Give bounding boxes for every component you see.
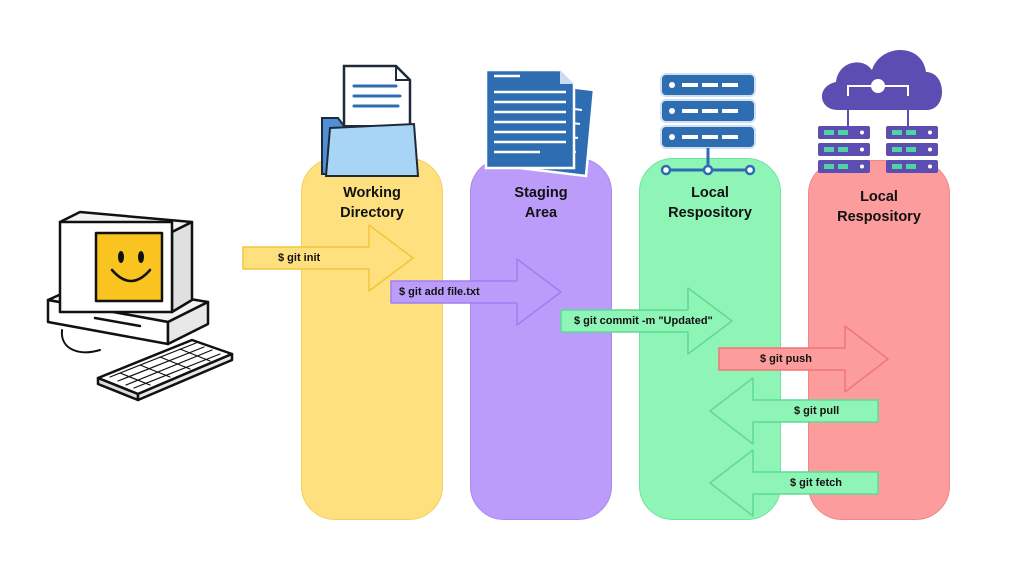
working-directory-title: Working Directory [340,185,404,221]
git-push-label: $ git push [760,353,812,365]
git-init-arrow [242,224,414,292]
computer-icon [46,210,234,402]
git-commit-arrow [560,287,733,355]
git-pull-arrow [709,377,879,445]
git-add-label: $ git add file.txt [399,286,480,298]
folder-document-icon [321,64,420,177]
git-add-arrow [390,258,562,326]
cloud-server-icon [818,50,943,173]
stacked-documents-icon [484,68,596,178]
working-directory-column: Working Directory [301,158,443,520]
remote-repository-column: Local Respository [808,160,950,520]
git-init-label: $ git init [278,252,321,264]
server-network-icon [660,73,756,176]
remote-repository-title: Local Respository [837,189,921,225]
staging-area-column: Staging Area [470,158,612,520]
git-pull-label: $ git pull [794,405,840,417]
git-fetch-arrow [709,449,879,517]
local-repository-column: Local Respository [639,158,781,520]
local-repository-title: Local Respository [668,185,752,221]
git-fetch-label: $ git fetch [790,477,842,489]
git-push-arrow [718,325,889,393]
git-commit-label: $ git commit -m "Updated" [574,315,713,327]
staging-area-title: Staging Area [514,185,568,221]
